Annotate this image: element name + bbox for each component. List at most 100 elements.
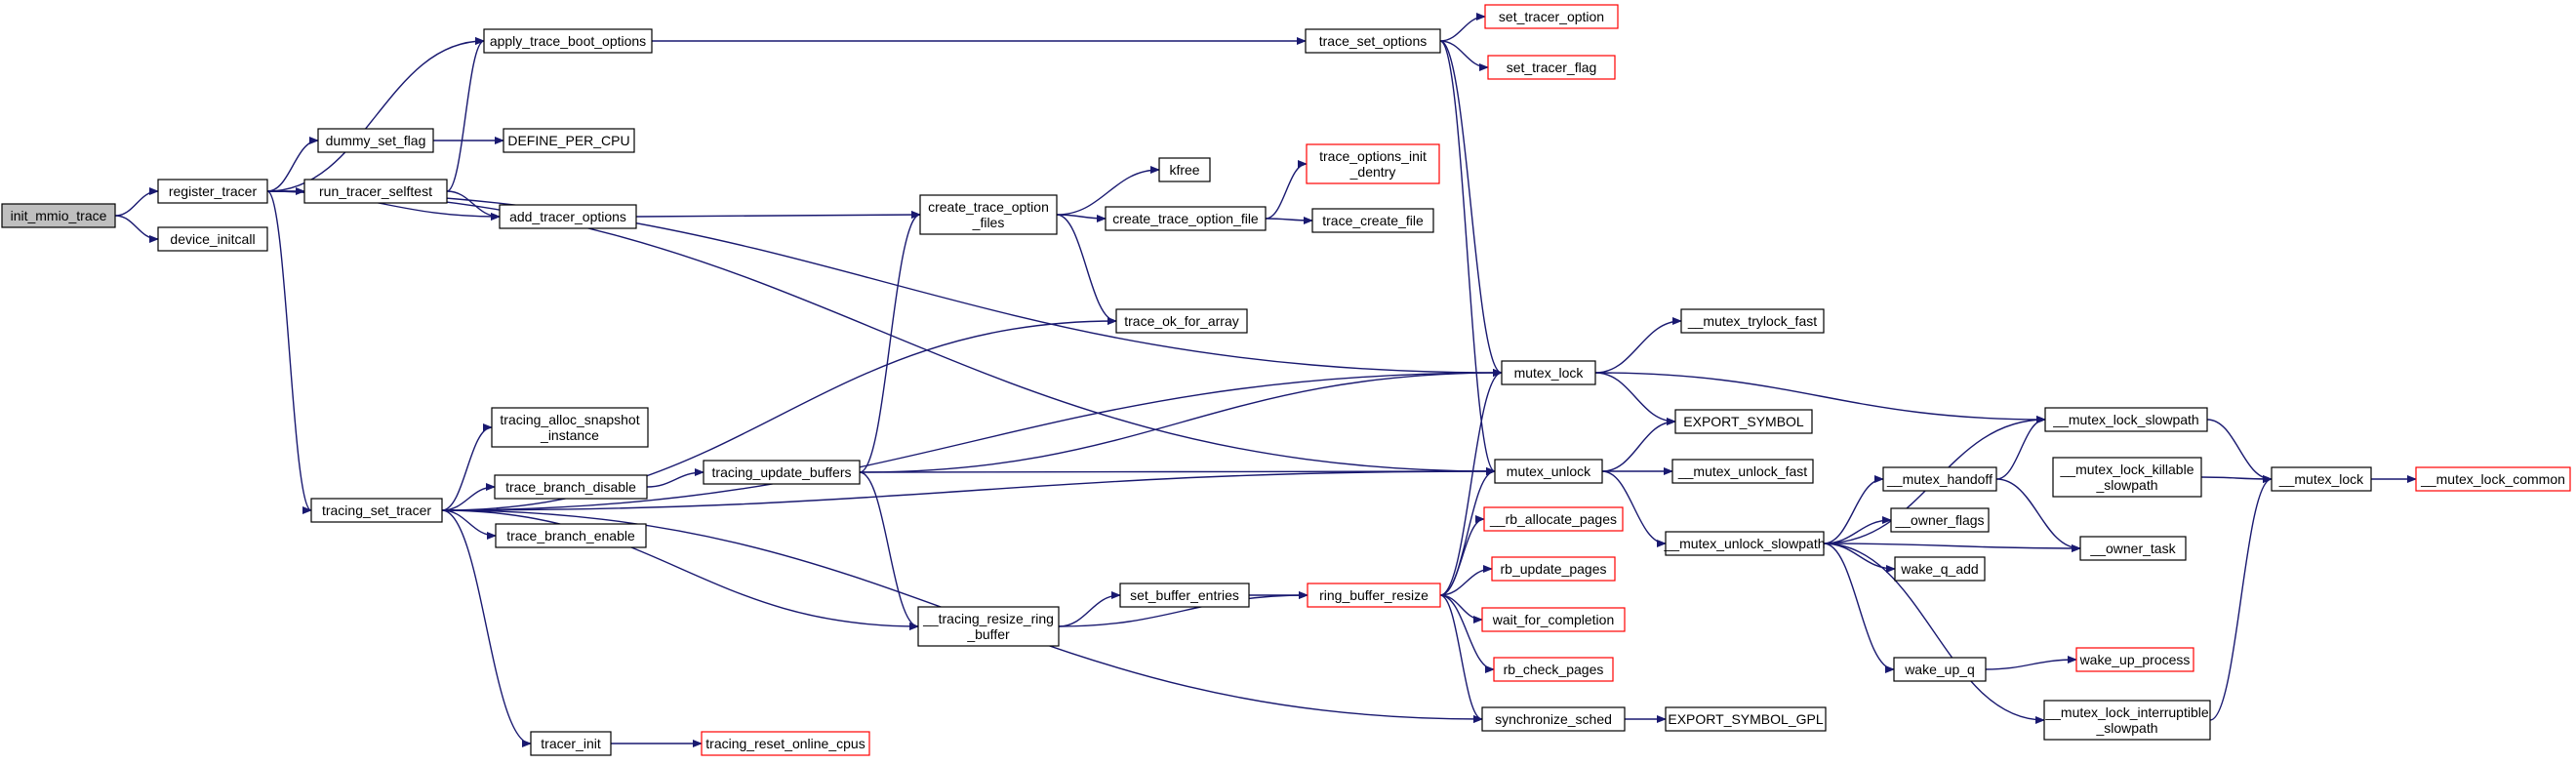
node-trace-create-file[interactable]: trace_create_file (1311, 208, 1434, 233)
node-label: rb_check_pages (1504, 662, 1604, 677)
node-box (1487, 55, 1616, 80)
node-rb-allocate-pages[interactable]: __rb_allocate_pages (1483, 506, 1624, 532)
edge-tracing-resize-ring-buffer-to-set-buffer-entries (1058, 591, 1121, 627)
node-label: register_tracer (169, 183, 258, 199)
node-trace-set-options[interactable]: trace_set_options (1305, 28, 1441, 54)
node-trace-branch-enable[interactable]: trace_branch_enable (495, 523, 647, 548)
node-box (1481, 706, 1626, 732)
edge-tracing-update-buffers-to-mutex-unlock (859, 467, 1496, 476)
node-label: EXPORT_SYMBOL_GPL (1668, 711, 1823, 727)
node-box (494, 474, 648, 500)
edge-tracing-set-tracer-to-trace-ok-for-array (441, 317, 1117, 511)
node-label: __mutex_unlock_slowpath (1664, 536, 1826, 551)
node-box (495, 523, 647, 548)
node-mutex-lock-killable-slowpath[interactable]: __mutex_lock_killable_slowpath (2052, 457, 2202, 498)
edge-tracing-set-tracer-to-tracing-resize-ring-buffer (441, 509, 919, 630)
node-label: set_tracer_flag (1507, 60, 1597, 75)
node-set-buffer-entries[interactable]: set_buffer_entries (1119, 583, 1250, 608)
node-wake-up-process[interactable]: wake_up_process (2075, 647, 2194, 672)
edge-mutex-lock-to-export-symbol (1594, 372, 1676, 425)
node-ring-buffer-resize[interactable]: ring_buffer_resize (1307, 583, 1441, 608)
edge-ring-buffer-resize-to-synchronize-sched (1439, 594, 1483, 723)
node-trace-branch-disable[interactable]: trace_branch_disable (494, 474, 648, 500)
edge-mutex-unlock-slowpath-to-mutex-handoff (1823, 475, 1884, 544)
node-box (1894, 556, 1986, 582)
node-label: init_mmio_trace (11, 208, 107, 223)
node-add-tracer-options[interactable]: add_tracer_options (499, 204, 637, 229)
edge-create-trace-option-file-to-trace-options-init-dentry (1265, 160, 1308, 220)
node-box (530, 731, 612, 756)
node-box (1665, 531, 1825, 556)
node-export-symbol[interactable]: EXPORT_SYMBOL (1674, 409, 1813, 434)
node-box (1484, 4, 1619, 29)
node-tracing-reset-online-cpus[interactable]: tracing_reset_online_cpus (701, 731, 870, 756)
node-label: kfree (1169, 162, 1199, 178)
node-owner-flags[interactable]: __owner_flags (1890, 507, 1990, 533)
node-rb-update-pages[interactable]: rb_update_pages (1491, 556, 1616, 582)
node-label: mutex_unlock (1507, 463, 1591, 479)
node-device-initcall[interactable]: device_initcall (157, 226, 268, 252)
node-label: _files (972, 215, 1005, 230)
node-label: __owner_task (2089, 541, 2176, 556)
node-synchronize-sched[interactable]: synchronize_sched (1481, 706, 1626, 732)
node-register-tracer[interactable]: register_tracer (157, 179, 268, 204)
node-mutex-unlock[interactable]: mutex_unlock (1494, 459, 1603, 484)
node-label: add_tracer_options (509, 209, 626, 224)
node-label: _dentry (1349, 164, 1396, 180)
node-init-mmio-trace[interactable]: init_mmio_trace (1, 203, 116, 228)
edge-mutex-unlock-to-mutex-unlock-slowpath (1601, 470, 1667, 547)
node-mutex-lock-common[interactable]: __mutex_lock_common (2415, 466, 2571, 492)
edge-create-trace-option-files-to-trace-ok-for-array (1056, 214, 1117, 325)
node-box (2075, 647, 2194, 672)
node-apply-trace-boot-options[interactable]: apply_trace_boot_options (483, 28, 653, 54)
node-trace-ok-for-array[interactable]: trace_ok_for_array (1115, 308, 1248, 334)
node-mutex-handoff[interactable]: __mutex_handoff (1882, 466, 1997, 492)
node-owner-task[interactable]: __owner_task (2079, 536, 2187, 561)
node-tracing-set-tracer[interactable]: tracing_set_tracer (310, 498, 443, 523)
node-label: wake_q_add (1900, 561, 1978, 577)
node-box (919, 194, 1058, 235)
edge-init-mmio-trace-to-register-tracer (114, 187, 159, 217)
edge-mutex-lock-killable-slowpath-to-mutex-lock (2200, 474, 2273, 483)
node-run-tracer-selftest[interactable]: run_tracer_selftest (303, 179, 448, 204)
node-tracing-alloc-snapshot-instance[interactable]: tracing_alloc_snapshot_instance (491, 407, 649, 448)
node-tracing-update-buffers[interactable]: tracing_update_buffers (703, 460, 861, 485)
edge-trace-set-options-to-set-tracer-flag (1439, 40, 1489, 71)
node-mutex-lock-slowpath[interactable]: __mutex_lock_slowpath (2044, 407, 2208, 432)
edge-trace-set-options-to-mutex-lock (1439, 40, 1503, 377)
node-create-trace-option-files[interactable]: create_trace_option_files (919, 194, 1058, 235)
node-mutex-trylock-fast[interactable]: __mutex_trylock_fast (1680, 308, 1825, 334)
node-label: __mutex_unlock_fast (1677, 463, 1807, 479)
node-box (1, 203, 116, 228)
node-mutex-lock[interactable]: __mutex_lock (2271, 466, 2372, 492)
node-box (703, 460, 861, 485)
node-box (917, 606, 1060, 647)
edge-ring-buffer-resize-to-mutex-unlock (1439, 467, 1496, 596)
node-mutex-unlock-fast[interactable]: __mutex_unlock_fast (1671, 459, 1814, 484)
edge-create-trace-option-files-to-kfree (1056, 166, 1160, 216)
node-rb-check-pages[interactable]: rb_check_pages (1493, 657, 1614, 682)
edge-tracing-update-buffers-to-create-trace-option-files (859, 211, 921, 473)
node-tracer-init[interactable]: tracer_init (530, 731, 612, 756)
node-export-symbol-gpl[interactable]: EXPORT_SYMBOL_GPL (1665, 706, 1827, 732)
node-create-trace-option-file[interactable]: create_trace_option_file (1105, 206, 1267, 231)
node-wake-up-q[interactable]: wake_up_q (1893, 657, 1987, 682)
edge-mutex-lock-slowpath-to-mutex-lock (2206, 419, 2273, 483)
node-wait-for-completion[interactable]: wait_for_completion (1481, 607, 1626, 632)
node-mutex-unlock-slowpath[interactable]: __mutex_unlock_slowpath (1664, 531, 1826, 556)
node-kfree[interactable]: kfree (1158, 157, 1211, 182)
node-tracing-resize-ring-buffer[interactable]: __tracing_resize_ring_buffer (917, 606, 1060, 647)
node-wake-q-add[interactable]: wake_q_add (1894, 556, 1986, 582)
node-set-tracer-option[interactable]: set_tracer_option (1484, 4, 1619, 29)
node-trace-options-init-dentry[interactable]: trace_options_init_dentry (1306, 143, 1440, 184)
node-define-per-cpu[interactable]: DEFINE_PER_CPU (503, 128, 635, 153)
edge-create-trace-option-files-to-create-trace-option-file (1056, 214, 1107, 222)
node-mutex-lock[interactable]: mutex_lock (1501, 360, 1596, 385)
node-mutex-lock-interruptible-slowpath[interactable]: __mutex_lock_interruptible_slowpath (2043, 700, 2211, 741)
node-label: tracing_set_tracer (322, 503, 431, 518)
edge-ring-buffer-resize-to-mutex-lock (1439, 369, 1503, 596)
node-dummy-set-flag[interactable]: dummy_set_flag (317, 128, 434, 153)
node-set-tracer-flag[interactable]: set_tracer_flag (1487, 55, 1616, 80)
node-box (157, 179, 268, 204)
